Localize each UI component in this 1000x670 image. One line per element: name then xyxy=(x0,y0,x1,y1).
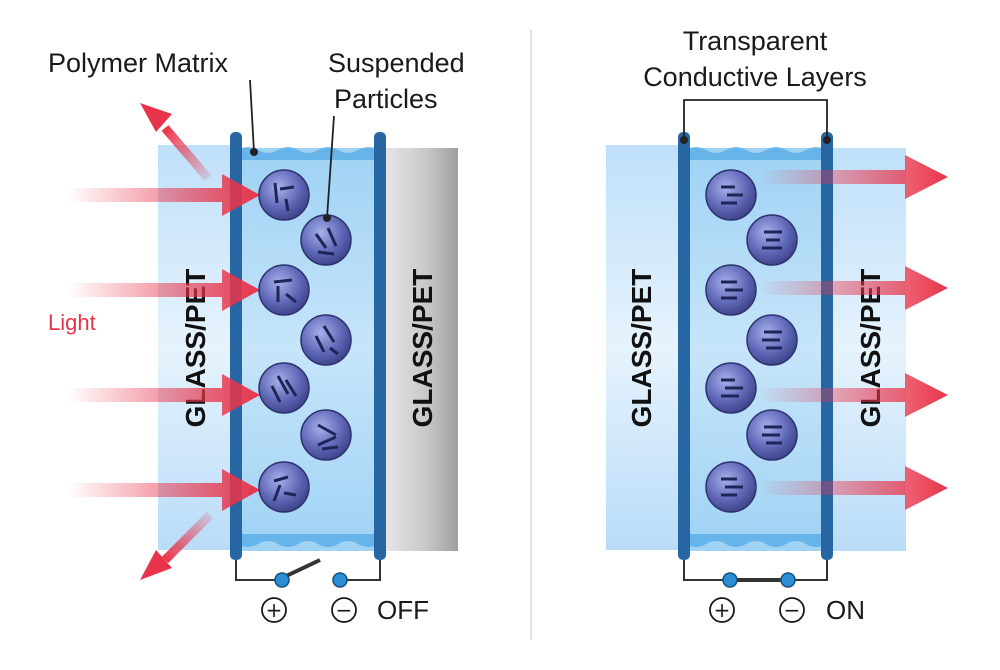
open-switch xyxy=(281,558,321,580)
right-panel-on: GLASS/PET GLASS/PET xyxy=(606,26,948,625)
plus-symbol-circle xyxy=(709,597,735,623)
light-arrow xyxy=(760,155,948,199)
circuit-off xyxy=(235,558,381,588)
scattered-light-arrow-down xyxy=(140,511,214,580)
transparent-layers-label-line1: Transparent xyxy=(683,26,828,56)
particle xyxy=(705,169,757,221)
plus-symbol: + xyxy=(714,598,731,622)
matrix-wave-bottom xyxy=(686,534,826,547)
plus-symbol-circle xyxy=(261,597,287,623)
plus-symbol: + xyxy=(266,598,283,622)
right-electrode xyxy=(821,132,833,560)
terminal-dot xyxy=(274,572,290,588)
light-arrow xyxy=(68,374,260,416)
right-electrode xyxy=(374,132,386,560)
minus-symbol: − xyxy=(336,598,353,622)
particle xyxy=(705,264,757,316)
state-label-off: OFF xyxy=(377,595,429,625)
transmitted-light-arrows xyxy=(760,155,948,510)
particle xyxy=(705,362,757,414)
right-grey-pane xyxy=(380,148,458,551)
light-arrow xyxy=(760,466,948,510)
particle xyxy=(258,461,310,513)
terminal-dot xyxy=(722,572,738,588)
transparent-layers-bracket xyxy=(683,99,828,140)
particle xyxy=(300,409,352,461)
particle xyxy=(258,362,310,414)
light-arrow xyxy=(68,174,260,216)
particle xyxy=(746,314,798,366)
particle xyxy=(300,214,352,266)
particle xyxy=(746,409,798,461)
light-arrow xyxy=(760,373,948,417)
left-panel-off: GLASS/PET GLASS/PET xyxy=(48,48,465,625)
light-label: Light xyxy=(48,310,96,335)
left-glass-pane xyxy=(606,145,686,550)
terminal-dot xyxy=(780,572,796,588)
polymer-matrix-pointer xyxy=(249,79,255,153)
suspended-particles-label-line2: Particles xyxy=(334,84,438,114)
state-label-on: ON xyxy=(826,595,865,625)
terminal-dot xyxy=(332,572,348,588)
glass-label-right: GLASS/PET xyxy=(407,269,438,428)
left-electrode xyxy=(678,132,690,560)
particle xyxy=(746,214,798,266)
particle xyxy=(300,314,352,366)
particle xyxy=(705,461,757,513)
bracket-dot-right xyxy=(823,136,831,144)
scattered-light-arrow-up xyxy=(140,103,212,181)
minus-symbol-circle xyxy=(779,597,805,623)
polymer-matrix-pointer-dot xyxy=(250,148,258,156)
light-arrow xyxy=(68,269,260,311)
left-electrode xyxy=(230,132,242,560)
matrix-wave-top xyxy=(238,147,380,160)
matrix-wave-bottom xyxy=(238,534,380,547)
bracket-dot-left xyxy=(680,136,688,144)
transparent-layers-label-line2: Conductive Layers xyxy=(643,62,867,92)
polymer-matrix-label: Polymer Matrix xyxy=(48,48,229,78)
particle xyxy=(258,169,310,221)
circuit-on xyxy=(683,560,828,588)
suspended-particles-pointer-dot xyxy=(323,214,331,222)
particle xyxy=(258,264,310,316)
suspended-particles-label-line1: Suspended xyxy=(328,48,465,78)
light-arrow xyxy=(68,469,260,511)
incoming-light-arrows xyxy=(68,174,260,511)
suspended-particles-aligned xyxy=(705,169,798,513)
light-arrow xyxy=(760,266,948,310)
minus-symbol-circle xyxy=(331,597,357,623)
suspended-particles-random xyxy=(258,169,352,513)
matrix-wave-top xyxy=(686,147,826,160)
minus-symbol: − xyxy=(784,598,801,622)
glass-label-left: GLASS/PET xyxy=(626,269,657,428)
suspended-particles-pointer xyxy=(326,115,335,219)
